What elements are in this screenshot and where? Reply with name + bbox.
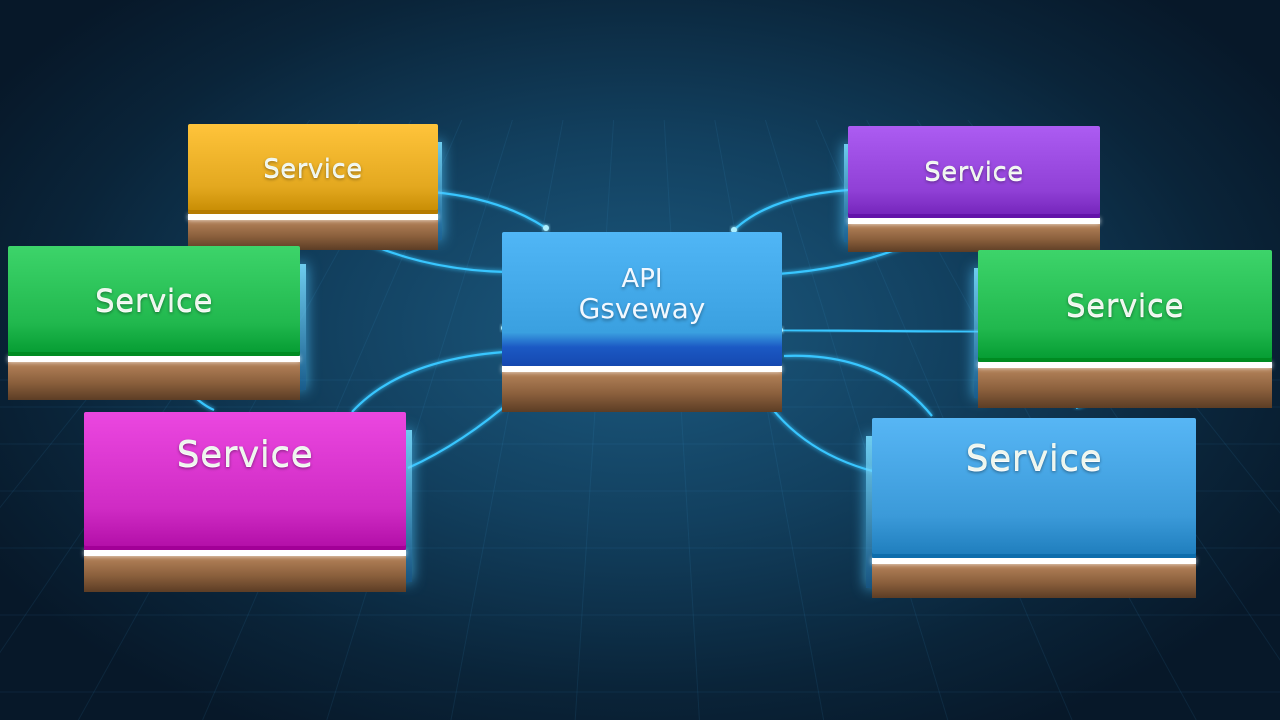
grid-line <box>663 119 700 720</box>
connector-line <box>779 328 981 334</box>
service-stripe <box>84 550 406 556</box>
service-stripe <box>872 558 1196 564</box>
gateway-label-line1: API <box>621 264 663 295</box>
grid-line <box>764 119 949 720</box>
service-label: Service <box>1065 288 1185 324</box>
gateway-stripe <box>502 366 782 372</box>
connector-dot <box>543 225 549 231</box>
service-top: Service <box>978 250 1272 362</box>
gateway-top: API Gsveway <box>502 232 782 366</box>
connector-dot <box>731 227 737 233</box>
service-node: Service <box>188 124 442 250</box>
service-node: Service <box>974 250 1272 408</box>
grid-line <box>326 119 513 720</box>
service-stripe <box>188 214 438 220</box>
gateway-label: API Gsveway <box>579 265 706 324</box>
service-label: Service <box>965 438 1103 479</box>
service-label: Service <box>924 157 1024 187</box>
service-label: Service <box>263 154 363 184</box>
connector-line <box>351 350 505 413</box>
grid-line <box>574 119 615 720</box>
service-base <box>8 362 300 400</box>
service-base <box>978 368 1272 408</box>
service-base <box>188 220 438 250</box>
service-base <box>84 556 406 592</box>
grid-line <box>714 119 825 720</box>
connector-line <box>783 354 933 417</box>
service-base <box>872 564 1196 598</box>
gateway-label-line2: Gsveway <box>578 291 706 325</box>
service-top: Service <box>848 126 1100 218</box>
service-base <box>848 224 1100 252</box>
service-stripe <box>848 218 1100 224</box>
service-top: Service <box>872 418 1196 558</box>
service-stripe <box>978 362 1272 368</box>
service-top: Service <box>84 412 406 550</box>
connector-line <box>733 188 849 231</box>
service-label: Service <box>176 434 314 475</box>
service-node: Service <box>8 246 306 400</box>
service-stripe <box>8 356 300 362</box>
service-node: Service <box>866 418 1196 598</box>
api-gateway-node: API Gsveway <box>502 232 782 412</box>
service-node: Service <box>844 126 1100 252</box>
grid-line <box>450 119 564 720</box>
gateway-base <box>502 372 782 412</box>
service-label: Service <box>94 283 214 319</box>
service-top: Service <box>188 124 438 214</box>
service-node: Service <box>84 412 412 592</box>
service-top: Service <box>8 246 300 356</box>
connector-line <box>431 190 547 229</box>
